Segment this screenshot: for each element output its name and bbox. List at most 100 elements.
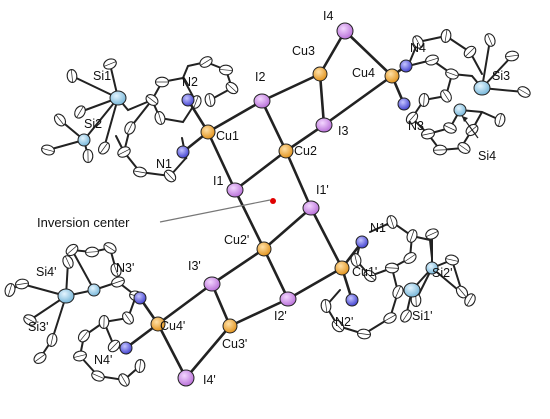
- carbon-principal-axis: [113, 263, 119, 277]
- carbon-principal-axis: [324, 299, 328, 313]
- carbon-principal-axis: [354, 253, 358, 267]
- label-cu4: Cu4: [352, 66, 375, 80]
- carbon-principal-axis: [465, 47, 475, 57]
- atom-si2: [77, 133, 91, 147]
- carbon-principal-axis: [111, 279, 125, 285]
- copper-atoms: [150, 66, 400, 334]
- atom-i2-prime: [279, 291, 297, 307]
- carbon-principal-axis: [505, 54, 519, 58]
- carbon-principal-axis: [457, 286, 467, 298]
- label-n2-prime: N2': [335, 315, 353, 329]
- carbon-principal-axis: [443, 124, 457, 132]
- label-i4-prime: I4': [203, 373, 216, 387]
- atom-n1-prime: [355, 235, 369, 249]
- atom-cu2-prime: [256, 241, 272, 257]
- carbon-principal-axis: [404, 254, 416, 262]
- label-si3: Si3: [492, 69, 510, 83]
- carbon-principal-axis: [385, 267, 399, 269]
- carbon-principal-axis: [333, 321, 343, 331]
- iodine-atoms: [177, 22, 354, 387]
- carbon-principal-axis: [138, 359, 142, 373]
- carbon-principal-axis: [226, 83, 238, 93]
- label-n4: N4: [410, 41, 426, 55]
- atom-cu4-prime: [150, 316, 166, 332]
- atom-n3: [397, 97, 411, 111]
- label-si4: Si4: [478, 149, 496, 163]
- label-si1-prime: Si1': [412, 309, 432, 323]
- carbon-principal-axis: [24, 316, 36, 324]
- carbon-principal-axis: [91, 373, 105, 379]
- carbon-principal-axis: [34, 353, 46, 363]
- carbon-principal-axis: [109, 341, 119, 351]
- label-n3-prime: N3': [116, 261, 134, 275]
- carbon-principal-axis: [73, 354, 87, 358]
- atom-si2-prime: [425, 261, 439, 275]
- label-cu1-prime: Cu1': [352, 265, 377, 279]
- carbon-principal-axis: [66, 245, 78, 255]
- carbon-principal-axis: [219, 69, 233, 71]
- label-cu3-prime: Cu3': [222, 337, 247, 351]
- label-n1: N1: [156, 157, 172, 171]
- inversion-center-label: Inversion center: [37, 215, 130, 230]
- atom-si1-prime: [403, 282, 421, 298]
- label-cu4-prime: Cu4': [160, 319, 185, 333]
- carbon-principal-axis: [64, 255, 72, 269]
- carbon-principal-axis: [70, 69, 74, 83]
- label-n3: N3: [408, 119, 424, 133]
- atom-i1-prime: [302, 200, 320, 216]
- atom-cu1: [200, 124, 216, 140]
- carbon-principal-axis: [103, 61, 117, 67]
- label-n4-prime: N4': [94, 353, 112, 367]
- atom-n1: [176, 145, 190, 159]
- label-si2: Si2: [84, 117, 102, 131]
- carbon-atoms: [4, 28, 531, 387]
- carbon-principal-axis: [487, 33, 493, 47]
- atom-i2: [253, 93, 271, 109]
- atom-cu3: [312, 66, 328, 82]
- carbon-principal-axis: [444, 29, 448, 43]
- carbon-principal-axis: [395, 285, 401, 299]
- carbon-principal-axis: [384, 314, 396, 322]
- atom-si4-prime: [87, 283, 101, 297]
- atom-n2: [181, 93, 195, 107]
- label-n2: N2: [182, 75, 198, 89]
- carbon-principal-axis: [442, 90, 450, 102]
- carbon-principal-axis: [425, 57, 439, 63]
- carbon-principal-axis: [55, 114, 65, 126]
- atom-cu2: [278, 143, 294, 159]
- ligand-bonds: [9, 34, 525, 382]
- inversion-center-dot: [270, 198, 276, 204]
- carbon-principal-axis: [518, 88, 530, 96]
- label-i2-prime: I2': [274, 309, 287, 323]
- carbon-principal-axis: [41, 147, 55, 153]
- label-si1: Si1: [93, 69, 111, 83]
- carbon-principal-axis: [126, 122, 134, 134]
- carbon-principal-axis: [7, 283, 13, 297]
- carbon-principal-axis: [407, 112, 417, 124]
- atom-si3-prime: [57, 288, 75, 304]
- carbon-principal-axis: [409, 229, 415, 243]
- atom-labels: I4 Cu3 Cu4 N4 Si3 N3 Si4 I2 I3 Cu2 Cu1 N…: [28, 9, 510, 387]
- atom-si4: [453, 103, 467, 117]
- carbon-principal-axis: [104, 244, 116, 252]
- carbon-principal-axis: [146, 95, 158, 105]
- carbon-principal-axis: [458, 143, 470, 153]
- carbon-principal-axis: [389, 215, 395, 229]
- carbon-principal-axis: [498, 113, 502, 127]
- carbon-principal-axis: [208, 93, 212, 107]
- carbon-principal-axis: [123, 312, 133, 324]
- carbon-principal-axis: [157, 111, 163, 125]
- carbon-principal-axis: [118, 148, 130, 156]
- carbon-principal-axis: [445, 71, 459, 77]
- label-i1: I1: [213, 174, 223, 188]
- carbon-principal-axis: [79, 330, 89, 342]
- label-cu1: Cu1: [216, 129, 239, 143]
- atom-n4-prime: [119, 341, 133, 355]
- nitrogen-atoms: [119, 59, 413, 355]
- carbon-principal-axis: [76, 106, 84, 118]
- carbon-principal-axis: [133, 170, 147, 174]
- atom-i4-prime: [177, 369, 195, 387]
- atom-cu4: [384, 68, 400, 84]
- label-cu2-prime: Cu2': [224, 233, 249, 247]
